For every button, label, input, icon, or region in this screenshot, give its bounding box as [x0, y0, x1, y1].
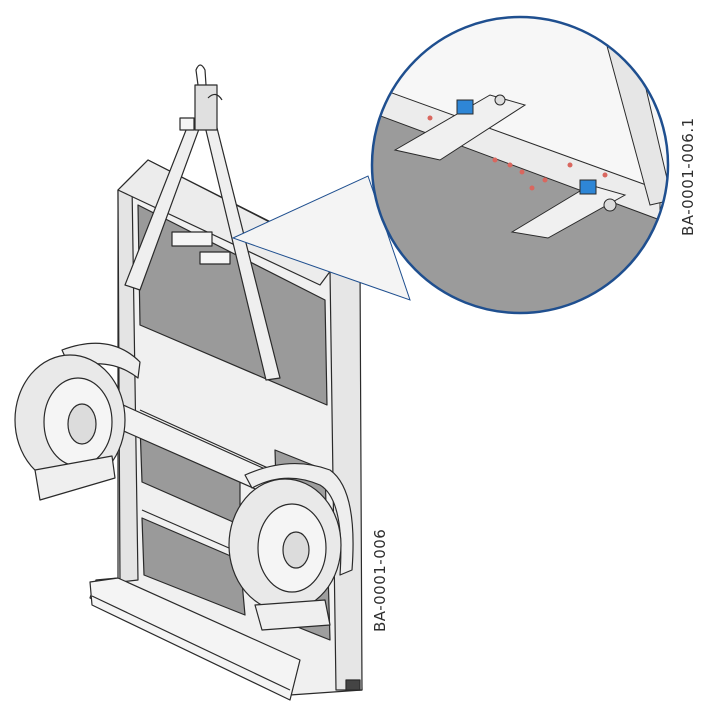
detail-latch-upper [393, 94, 527, 161]
latch-plate-left [171, 231, 213, 247]
mudflap-left [34, 455, 116, 501]
latch-plate-right [199, 251, 231, 265]
hitch-plate [179, 117, 195, 131]
mudflap-right [254, 599, 331, 631]
coupling-head [194, 84, 218, 131]
safety-cable [207, 93, 223, 101]
latch-blue-grip [456, 99, 474, 115]
coupling-lever [195, 64, 207, 86]
hub-right [282, 531, 310, 569]
detail-circle-border [370, 15, 670, 315]
detail-callout-wedge [231, 175, 411, 301]
wheel-right [228, 463, 354, 631]
cross-bar [141, 509, 246, 556]
wheel-left [14, 342, 141, 501]
figure-label-detail: BA-0001-006.1 [679, 117, 697, 236]
fender-right [244, 463, 354, 576]
detail-bolts [427, 115, 608, 191]
tailboard-edge [91, 595, 291, 691]
trailer-main-view [14, 64, 363, 701]
rear-light [345, 679, 361, 691]
latch-blue-grip [579, 179, 597, 195]
detail-bed-panel [372, 110, 668, 313]
bed-panel-lower [141, 517, 246, 616]
detail-latch-lower [510, 179, 627, 239]
detail-view [372, 17, 668, 313]
hub-left [67, 403, 97, 445]
figure-label-main: BA-0001-006 [371, 528, 389, 632]
cross-bar [139, 409, 291, 479]
